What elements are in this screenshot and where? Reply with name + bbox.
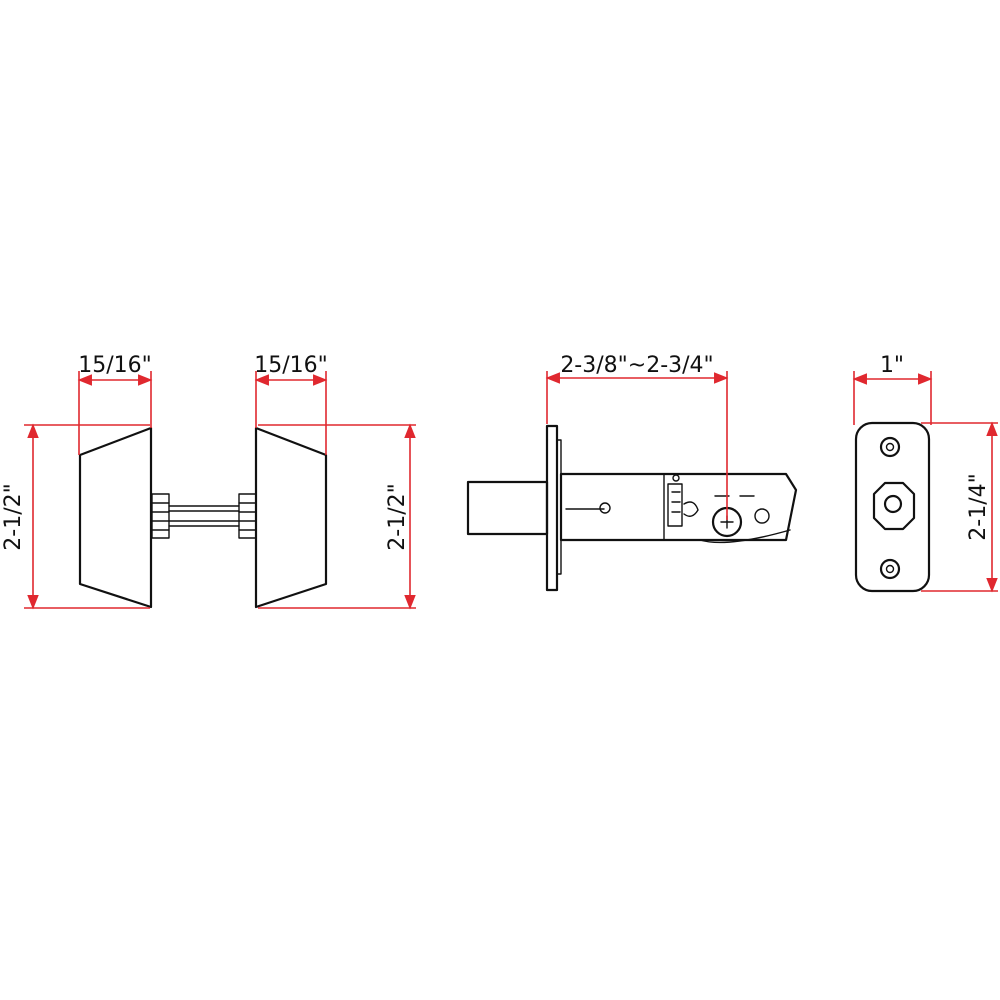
connecting-screws (168, 505, 240, 527)
dimension-labels: 15/16" 2-1/2" 15/16" 2-1/2" 2-3/8"~2-3/4… (1, 353, 991, 551)
strike-width-label: 1" (880, 353, 904, 378)
exterior-width-label: 15/16" (78, 353, 152, 378)
strike-height-label: 2-1/4" (966, 473, 991, 540)
strike-plate (854, 421, 931, 593)
interior-thumbturn (238, 426, 328, 609)
exterior-height-label: 2-1/2" (1, 483, 26, 550)
exterior-cylinder (78, 426, 170, 609)
latch-assembly (466, 424, 798, 592)
backset-label: 2-3/8"~2-3/4" (560, 353, 713, 378)
dimension-lines (24, 371, 998, 610)
interior-width-label: 15/16" (254, 353, 328, 378)
interior-height-label: 2-1/2" (385, 483, 410, 550)
